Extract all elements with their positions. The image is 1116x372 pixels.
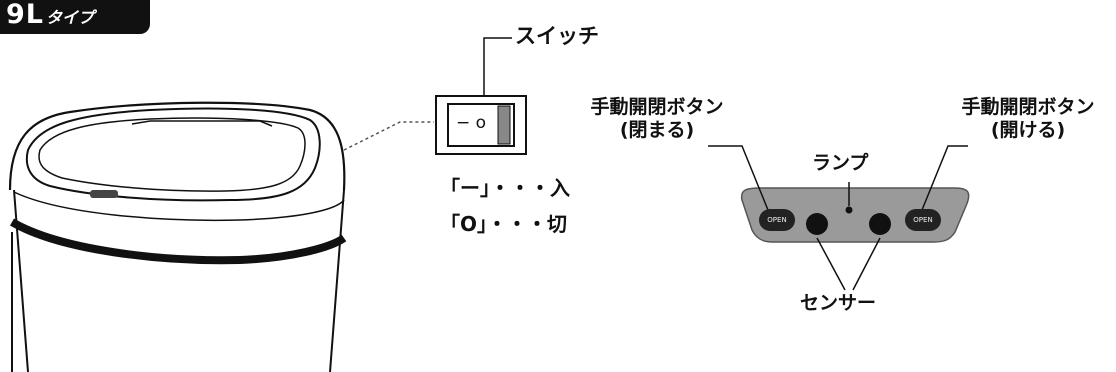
- leader-lines: [708, 145, 968, 291]
- lamp-label: ランプ: [812, 152, 869, 174]
- switch-illustration: [435, 37, 527, 155]
- manual-open-label: 手動開閉ボタン (開ける): [948, 96, 1108, 142]
- trash-can-illustration: [8, 101, 347, 372]
- close-button[interactable]: OPEN: [759, 209, 795, 231]
- can-top-outer: [8, 101, 346, 191]
- sensor-left-icon: [806, 213, 828, 235]
- manual-close-label: 手動開閉ボタン (閉まる): [582, 96, 732, 142]
- can-lid-inner: [38, 117, 306, 192]
- close-button-label: OPEN: [767, 216, 787, 224]
- open-button-label: OPEN: [913, 216, 933, 224]
- sensor-right-icon: [869, 213, 891, 235]
- front-sensor-mark: [90, 190, 118, 198]
- open-button[interactable]: OPEN: [905, 209, 941, 231]
- sensor-label: センサー: [800, 292, 877, 314]
- manual-close-line2: (閉まる): [619, 118, 695, 141]
- capacity-size: 9L: [6, 0, 44, 30]
- lamp-icon: [845, 206, 853, 214]
- can-body: [13, 189, 345, 372]
- manual-open-line2: (開ける): [990, 118, 1066, 141]
- switch-label: スイッチ: [515, 24, 599, 48]
- capacity-type: タイプ: [46, 8, 95, 27]
- switch-face-text: − o: [456, 113, 487, 133]
- capacity-badge: 9L タイプ: [0, 0, 150, 34]
- lid-slot: [131, 120, 273, 127]
- can-lid-rim: [25, 107, 321, 202]
- manual-close-line1: 手動開閉ボタン: [590, 96, 724, 118]
- switch-leader-dotted: [343, 121, 434, 151]
- can-front-rim: [13, 191, 345, 222]
- can-band: [9, 218, 347, 265]
- switch-on-label: 「ー」・・・入: [440, 176, 570, 200]
- switch-off-label: 「O」・・・切: [440, 212, 568, 236]
- manual-open-line1: 手動開閉ボタン: [961, 96, 1095, 118]
